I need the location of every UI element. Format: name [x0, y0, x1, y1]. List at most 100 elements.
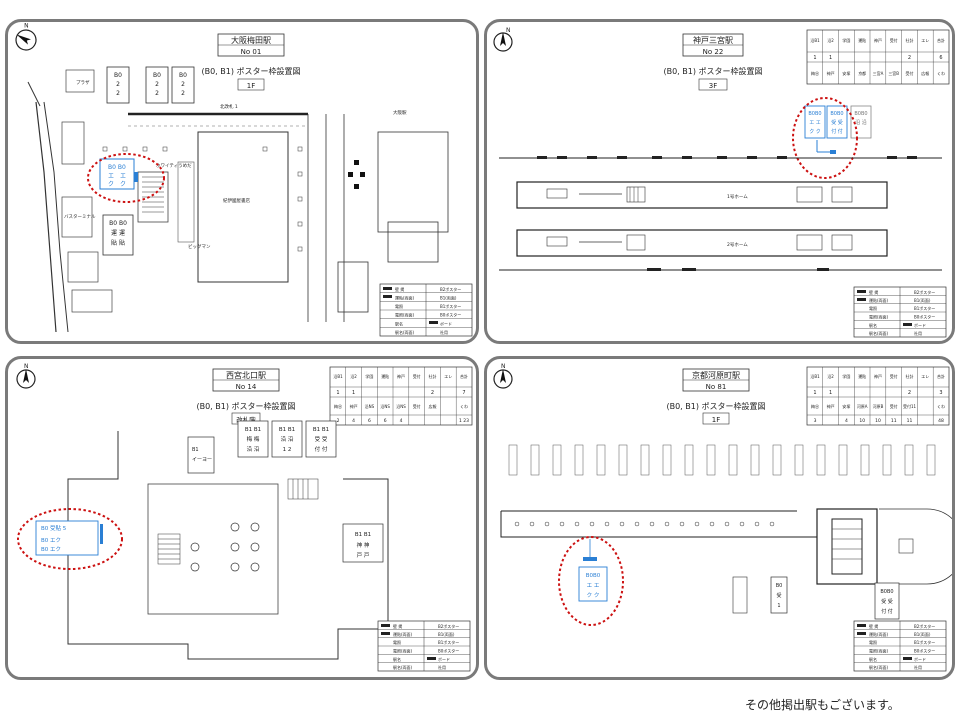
svg-text:くわ: くわ: [460, 403, 468, 409]
plan-caption: (B0, B1) ポスター枠設置図: [201, 66, 300, 76]
svg-text:B2ポスター: B2ポスター: [438, 623, 459, 629]
svg-text:B0: B0: [153, 72, 161, 79]
north-arrow-icon: N: [16, 363, 36, 389]
north-arrow-icon: N: [493, 363, 513, 389]
svg-text:沿 沿: 沿 沿: [281, 435, 294, 443]
poster-frame-b1: B1 B1 受 受 付 付: [305, 420, 337, 458]
svg-text:河原A: 河原A: [857, 403, 868, 409]
footer-note: その他掲出駅もございます。: [745, 698, 900, 712]
svg-text:1: 1: [829, 390, 832, 396]
legend: 壁 掲 B2ポスター 運貼(両面) B1(両面) 電照 B1ポスター 電照(両面…: [377, 620, 471, 672]
svg-text:B0ポスター: B0ポスター: [914, 314, 935, 320]
highlighted-poster-frame: B0B0 エ エ ク ク: [578, 539, 608, 602]
highlight-circle: [87, 153, 165, 203]
svg-text:社計: 社計: [906, 373, 914, 379]
station-name: 神戸三宮駅: [693, 35, 733, 45]
svg-text:11: 11: [891, 418, 897, 424]
svg-text:48: 48: [938, 418, 944, 424]
svg-text:神戸: 神戸: [827, 403, 835, 409]
svg-text:N: N: [506, 27, 511, 34]
svg-text:6: 6: [939, 55, 942, 61]
highlight-circle: [17, 508, 123, 570]
svg-text:N: N: [501, 363, 506, 370]
svg-text:沿2: 沿2: [827, 373, 834, 379]
svg-text:社用: 社用: [438, 664, 446, 670]
svg-text:梅 梅: 梅 梅: [247, 435, 260, 443]
svg-text:駅名: 駅名: [869, 656, 877, 662]
svg-text:付 付: 付 付: [315, 445, 328, 453]
poster-frame-b0: B0 受 1: [770, 576, 788, 614]
svg-text:沿2: 沿2: [827, 37, 834, 43]
svg-text:イーヨー: イーヨー: [192, 457, 212, 463]
svg-text:京都: 京都: [858, 70, 866, 76]
area-label: バスターミナル: [64, 213, 96, 220]
svg-text:10: 10: [875, 418, 881, 424]
panel-nishinomiya-kitaguchi: N 西宮北口駅 No 14 (B0, B1) ポスター枠設置図 改札階 沿B1 …: [5, 356, 479, 680]
svg-text:受付: 受付: [890, 37, 898, 43]
svg-text:N: N: [24, 22, 29, 29]
station-number: No 01: [241, 48, 262, 56]
svg-text:ボード: ボード: [914, 656, 926, 662]
svg-text:ボード: ボード: [438, 656, 450, 662]
svg-text:6: 6: [384, 418, 387, 424]
svg-text:駅名: 駅名: [393, 656, 401, 662]
svg-text:社計: 社計: [906, 37, 914, 43]
svg-text:安塚: 安塚: [842, 70, 850, 76]
svg-text:壁 掲: 壁 掲: [869, 623, 878, 629]
svg-text:B1: B1: [192, 447, 199, 453]
svg-text:受 受: 受 受: [315, 435, 328, 443]
svg-text:梅谷: 梅谷: [811, 70, 819, 76]
svg-text:北改札 1: 北改札 1: [220, 103, 238, 110]
poster-frame-b0: B0 B0 運 運 貼 貼: [102, 214, 134, 256]
svg-text:社用: 社用: [914, 330, 922, 336]
svg-text:ボード: ボード: [914, 322, 926, 328]
svg-text:受付: 受付: [890, 373, 898, 379]
poster-frame-b0: B0B0 受 受 付 付: [874, 582, 900, 620]
plan-caption: (B0, B1) ポスター枠設置図: [663, 66, 762, 76]
svg-text:2: 2: [908, 390, 911, 396]
svg-text:B0B0: B0B0: [854, 111, 867, 117]
svg-text:くわ: くわ: [937, 403, 945, 409]
svg-text:受 受: 受 受: [881, 598, 893, 605]
svg-text:電照(両面): 電照(両面): [395, 313, 415, 318]
poster-frame-b0: B0 2 2: [171, 66, 195, 104]
station-name: 西宮北口駅: [226, 370, 266, 380]
svg-text:電照: 電照: [395, 304, 403, 309]
highlighted-poster-frame: B0 B0 エ エ ク ク: [99, 158, 138, 190]
svg-text:ク ク: ク ク: [809, 129, 821, 135]
svg-text:ボード: ボード: [440, 320, 452, 326]
legend: 壁 掲 B2ポスター 運貼(両面) B1(両面) 電照 B1ポスター 電照(両面…: [853, 620, 947, 672]
svg-text:B2ポスター: B2ポスター: [914, 289, 935, 295]
svg-text:2: 2: [181, 81, 185, 88]
svg-text:B0 エク: B0 エク: [41, 537, 61, 544]
floor-label: 3F: [709, 82, 717, 90]
svg-text:B1ポスター: B1ポスター: [440, 303, 461, 309]
poster-frame-b1: B1 B1 沿 沿 1 2: [271, 420, 303, 458]
svg-text:B1(両面): B1(両面): [914, 632, 931, 637]
svg-text:受付: 受付: [906, 70, 914, 76]
svg-text:駅名(両面): 駅名(両面): [869, 664, 889, 670]
svg-text:B0ポスター: B0ポスター: [914, 648, 935, 654]
svg-text:B0B0: B0B0: [808, 111, 821, 117]
svg-text:B0: B0: [179, 72, 187, 79]
svg-text:駅名(両面): 駅名(両面): [393, 664, 413, 670]
svg-text:沿 沿: 沿 沿: [247, 445, 260, 453]
station-name: 大阪梅田駅: [231, 35, 271, 45]
panel-kyoto-kawaramachi: N 京都河原町駅 No 81 (B0, B1) ポスター枠設置図 1F 沿B1 …: [484, 356, 955, 680]
svg-text:受付11: 受付11: [903, 403, 917, 409]
svg-text:戸 戸: 戸 戸: [357, 552, 370, 559]
svg-text:B1 B1: B1 B1: [313, 427, 329, 433]
floor-plan-nishinomiya-kitaguchi: N 西宮北口駅 No 14 (B0, B1) ポスター枠設置図 改札階 沿B1 …: [16, 363, 473, 672]
svg-text:運貼: 運貼: [858, 37, 866, 43]
svg-text:運貼(両面): 運貼(両面): [393, 631, 413, 637]
svg-text:社用: 社用: [914, 664, 922, 670]
svg-text:B1 B1: B1 B1: [355, 532, 371, 538]
svg-text:壁 掲: 壁 掲: [869, 289, 878, 295]
svg-text:運貼: 運貼: [381, 373, 389, 379]
svg-text:2: 2: [431, 390, 434, 396]
svg-text:運 運: 運 運: [111, 230, 125, 237]
poster-frame-b0: B0B0 沿 沿: [850, 105, 872, 139]
svg-text:7: 7: [462, 390, 465, 396]
area-label: ホワイティうめだ: [156, 163, 192, 169]
svg-text:駅名(両面): 駅名(両面): [395, 329, 415, 335]
